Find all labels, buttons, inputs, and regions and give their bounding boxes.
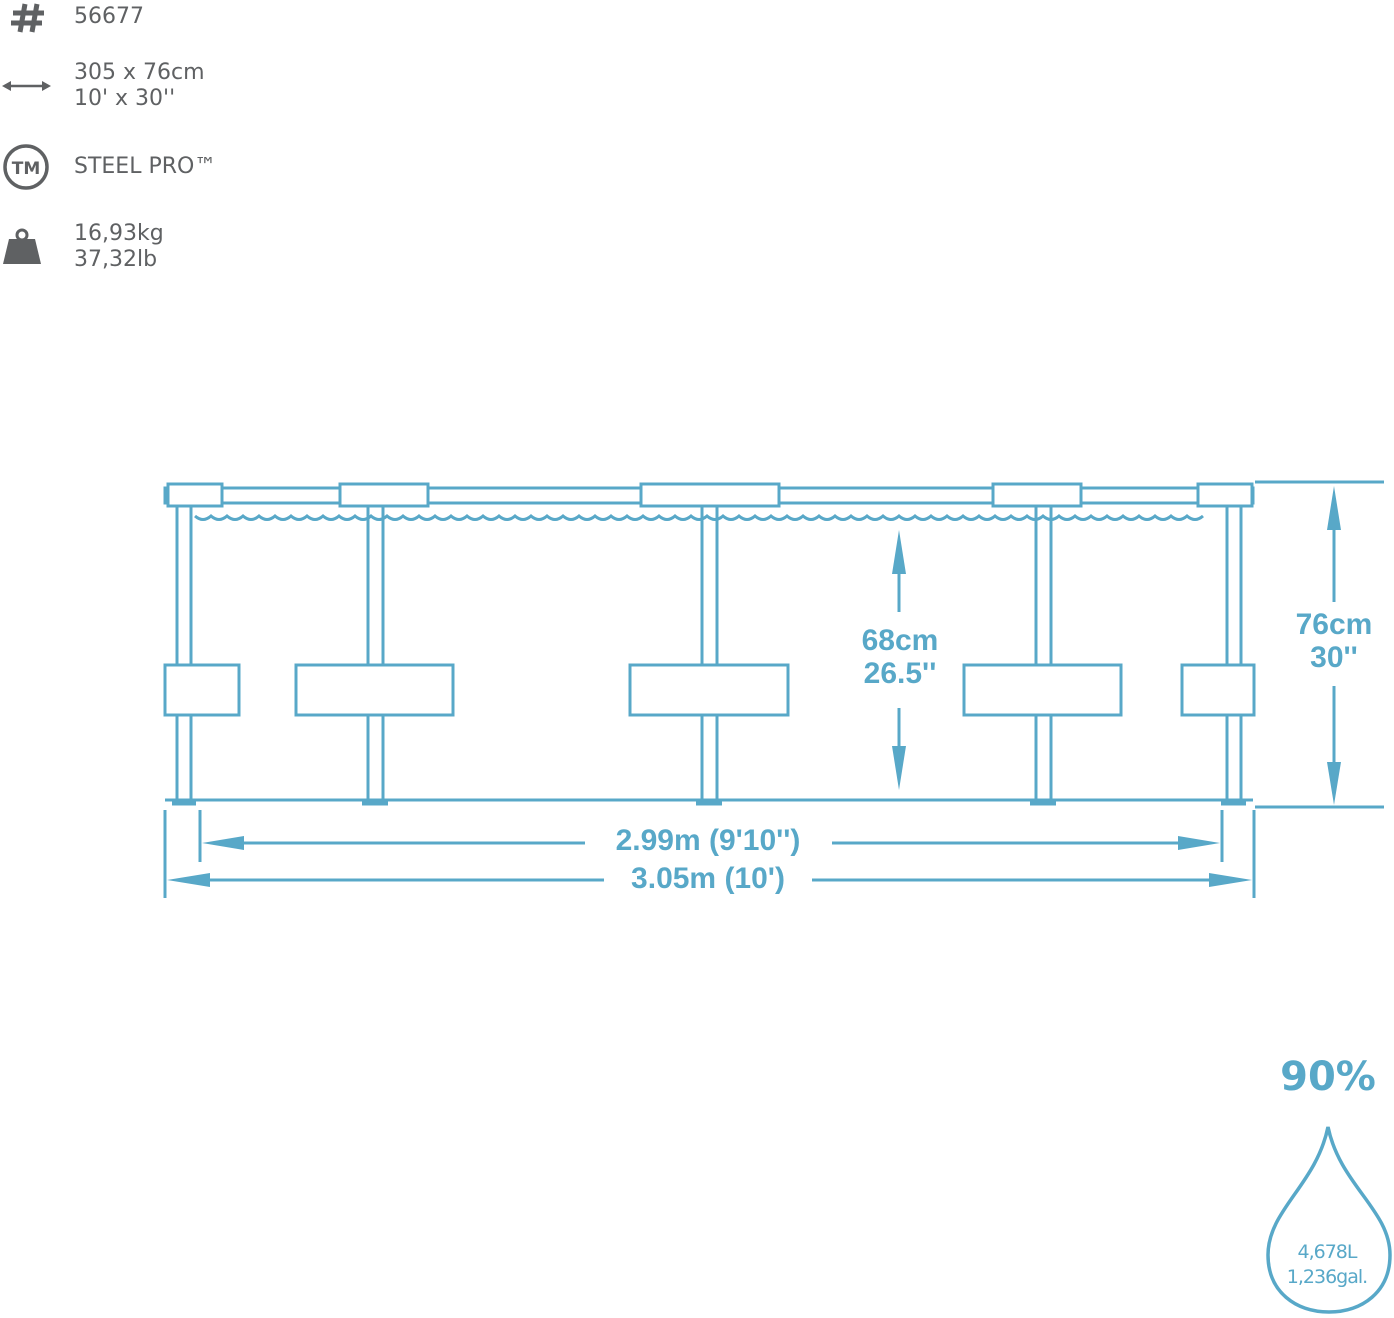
frame-name: STEEL PRO™ — [74, 154, 217, 179]
wall-height-label: 76cm 30'' — [1274, 608, 1394, 674]
top-connector — [338, 482, 430, 508]
size-metric: 305 x 76cm — [74, 60, 205, 85]
size-imperial: 10' x 30'' — [74, 86, 176, 111]
top-connector — [991, 482, 1083, 508]
svg-text:TM: TM — [12, 159, 41, 179]
water-depth-label: 68cm 26.5'' — [840, 624, 960, 690]
capacity-gallons: 1,236gal. — [1286, 1266, 1368, 1288]
trademark-icon: TM — [3, 144, 49, 190]
outer-diameter-label: 3.05m (10') — [631, 862, 785, 895]
wall-height-metric: 76cm — [1295, 608, 1373, 641]
top-connector — [166, 482, 224, 508]
weight-imperial: 37,32lb — [74, 247, 158, 272]
wall-height-imperial: 30'' — [1310, 641, 1358, 674]
water-drop-icon — [1266, 1126, 1392, 1314]
wall-straps — [163, 663, 1256, 717]
weight-metric: 16,93kg — [74, 221, 164, 246]
top-connector — [639, 482, 781, 508]
hash-icon — [11, 3, 44, 33]
double-arrow-icon — [2, 81, 51, 91]
dimension-arrows — [167, 486, 1341, 887]
pool-frame — [163, 480, 1384, 898]
inner-diameter-label: 2.99m (9'10'') — [615, 824, 801, 857]
capacity-text: 4,678L 1,236gal. — [1262, 1240, 1392, 1290]
pool-legs — [175, 506, 1243, 800]
model-number: 56677 — [74, 4, 144, 29]
weight-icon — [3, 228, 41, 264]
water-depth-metric: 68cm — [861, 624, 939, 657]
top-connector — [1196, 482, 1254, 508]
fill-percent: 90% — [1280, 1054, 1376, 1100]
water-depth-imperial: 26.5'' — [863, 657, 937, 690]
capacity-liters: 4,678L — [1297, 1241, 1358, 1263]
